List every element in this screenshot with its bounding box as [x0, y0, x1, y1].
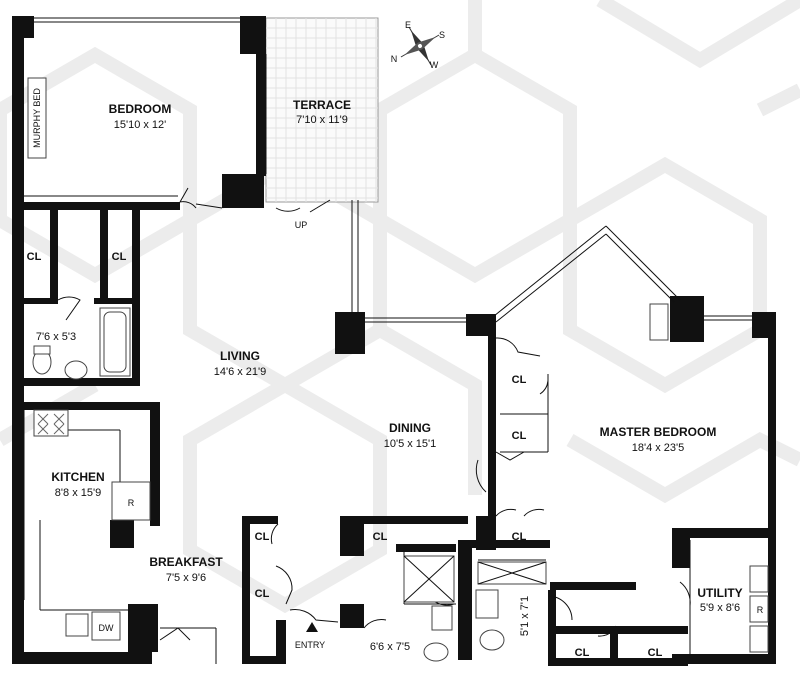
bedroom-name: BEDROOM — [109, 102, 172, 116]
murphy-bed-label: MURPHY BED — [32, 88, 42, 148]
living-dim: 14'6 x 21'9 — [214, 366, 267, 378]
compass-w: W — [430, 60, 439, 70]
fridge-label-utility: R — [757, 605, 764, 615]
kitchen-dim: 8'8 x 15'9 — [55, 487, 101, 499]
entry-label: ENTRY — [295, 640, 325, 650]
utility-dim: 5'9 x 8'6 — [700, 602, 740, 614]
closet-label: CL — [575, 647, 590, 659]
compass-rose — [400, 26, 440, 66]
walls — [12, 16, 776, 666]
closet-label: CL — [648, 647, 663, 659]
closet-label: CL — [373, 531, 388, 543]
door-swings — [57, 187, 691, 641]
closet-label: CL — [512, 430, 527, 442]
terrace-name: TERRACE — [293, 98, 351, 112]
dining-name: DINING — [389, 421, 431, 435]
compass-n: N — [391, 54, 398, 64]
room-labels: BEDROOM 15'10 x 12' TERRACE 7'10 x 11'9 … — [27, 88, 764, 659]
refrigerator — [111, 481, 151, 521]
closet-label: CL — [512, 531, 527, 543]
fridge-label-kitchen: R — [128, 498, 135, 508]
closet-label: CL — [27, 251, 42, 263]
bath2-dim: 6'6 x 7'5 — [370, 641, 410, 653]
closet-label: CL — [512, 374, 527, 386]
closet-label: CL — [255, 588, 270, 600]
bedroom-dim: 15'10 x 12' — [114, 119, 167, 131]
closet-label: CL — [255, 531, 270, 543]
fixtures — [27, 77, 769, 662]
up-label: UP — [295, 220, 308, 230]
bath1-dim: 7'6 x 5'3 — [36, 331, 76, 343]
entry-arrow-icon — [306, 622, 318, 632]
closet-label: CL — [112, 251, 127, 263]
dishwasher-label: DW — [99, 623, 114, 633]
compass-s: S — [439, 30, 445, 40]
terrace-dim: 7'10 x 11'9 — [296, 114, 348, 126]
master-bedroom-name: MASTER BEDROOM — [600, 425, 717, 439]
compass-letters: N S W E — [391, 20, 445, 70]
murphy-bed — [27, 77, 47, 159]
dining-dim: 10'5 x 15'1 — [384, 438, 437, 450]
compass-e: E — [405, 20, 411, 30]
kitchen-sink — [65, 613, 89, 637]
kitchen-name: KITCHEN — [51, 470, 104, 484]
living-name: LIVING — [220, 349, 260, 363]
bath3-dim: 5'1 x 7'1 — [519, 596, 531, 636]
dishwasher — [91, 611, 121, 641]
sink — [64, 360, 88, 380]
breakfast-name: BREAKFAST — [149, 555, 223, 569]
master-bedroom-dim: 18'4 x 23'5 — [632, 442, 685, 454]
breakfast-dim: 7'5 x 9'6 — [166, 572, 206, 584]
utility-name: UTILITY — [697, 586, 742, 600]
